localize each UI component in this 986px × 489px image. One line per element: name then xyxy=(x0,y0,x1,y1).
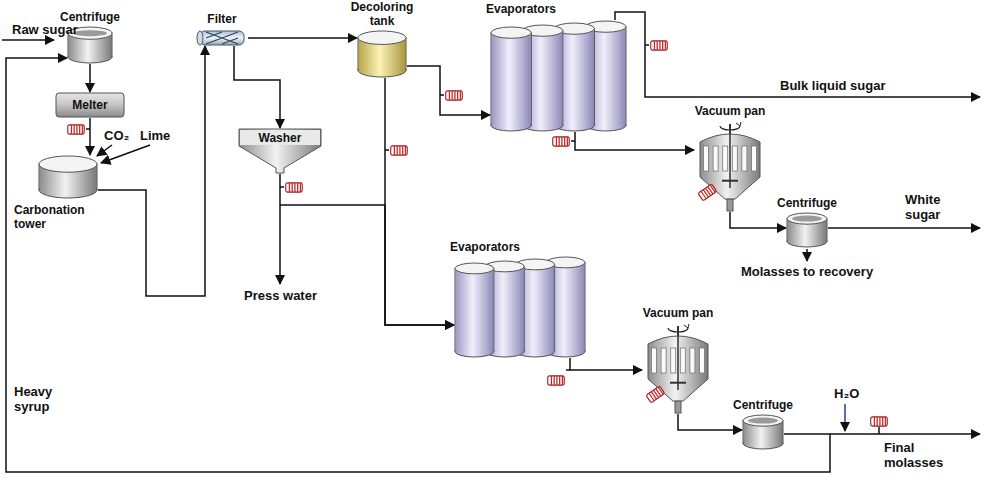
stream-label: White sugar xyxy=(905,192,959,222)
equipment-name: Evaporators xyxy=(486,2,586,16)
flow-line xyxy=(248,37,357,39)
equipment-node: Centrifuge xyxy=(772,196,842,250)
equipment-name: Decoloring tank xyxy=(345,0,419,28)
vpan-shape xyxy=(694,120,766,212)
equipment-name: Centrifuge xyxy=(728,398,798,412)
equipment-node: Vacuum pan xyxy=(628,306,728,416)
flow-line xyxy=(678,414,742,430)
flow-line xyxy=(98,46,205,296)
evap-shape xyxy=(490,20,627,132)
flow-line xyxy=(234,46,280,128)
stream-label: Lime xyxy=(140,128,180,143)
stream-label: CO₂ xyxy=(104,128,136,143)
equipment-name: Melter xyxy=(55,98,125,112)
stream-label: H₂O xyxy=(834,386,868,401)
tank-shape xyxy=(357,30,407,78)
equipment-name: Carbonation tower xyxy=(14,203,102,231)
equipment-name: Vacuum pan xyxy=(628,306,728,320)
vpan-shape xyxy=(642,322,714,414)
equipment-name: Evaporators xyxy=(450,240,550,254)
equipment-node: Decoloring tank xyxy=(345,0,419,80)
centrifuge-shape xyxy=(786,212,828,248)
flow-line xyxy=(89,64,91,92)
stream-label: Final molasses xyxy=(884,440,954,470)
centrifuge-shape xyxy=(742,414,784,450)
stream-label: Molasses to recovery xyxy=(712,264,902,279)
equipment-node: Centrifuge xyxy=(55,10,125,64)
evap-shape xyxy=(454,256,586,358)
flow-line xyxy=(570,358,642,370)
equipment-name: Vacuum pan xyxy=(684,104,776,118)
equipment-node: Washer xyxy=(238,128,322,174)
equipment-node: Vacuum pan xyxy=(684,104,776,212)
flow-line xyxy=(407,66,490,115)
equipment-node: Melter xyxy=(55,92,125,118)
equipment-node: Evaporators xyxy=(450,240,590,360)
stream-label: Heavy syrup xyxy=(14,384,66,414)
equipment-name: Filter xyxy=(192,12,252,26)
equipment-name: Centrifuge xyxy=(772,196,842,210)
flow-line xyxy=(730,212,786,228)
equipment-name: Centrifuge xyxy=(55,10,125,24)
stream-label: Press water xyxy=(244,288,344,303)
tube-shape xyxy=(196,30,248,46)
equipment-node: Centrifuge xyxy=(728,398,798,454)
equipment-node: Evaporators xyxy=(486,2,631,134)
flow-line xyxy=(6,58,830,472)
stream-label: Raw sugar xyxy=(12,22,102,37)
tower-shape xyxy=(38,155,98,199)
stream-label: Bulk liquid sugar xyxy=(780,78,930,93)
flow-line xyxy=(575,132,694,150)
equipment-name: Washer xyxy=(238,131,322,145)
equipment-node: Carbonation tower xyxy=(14,155,114,241)
equipment-node: Filter xyxy=(192,12,252,48)
flow-line xyxy=(89,118,91,155)
